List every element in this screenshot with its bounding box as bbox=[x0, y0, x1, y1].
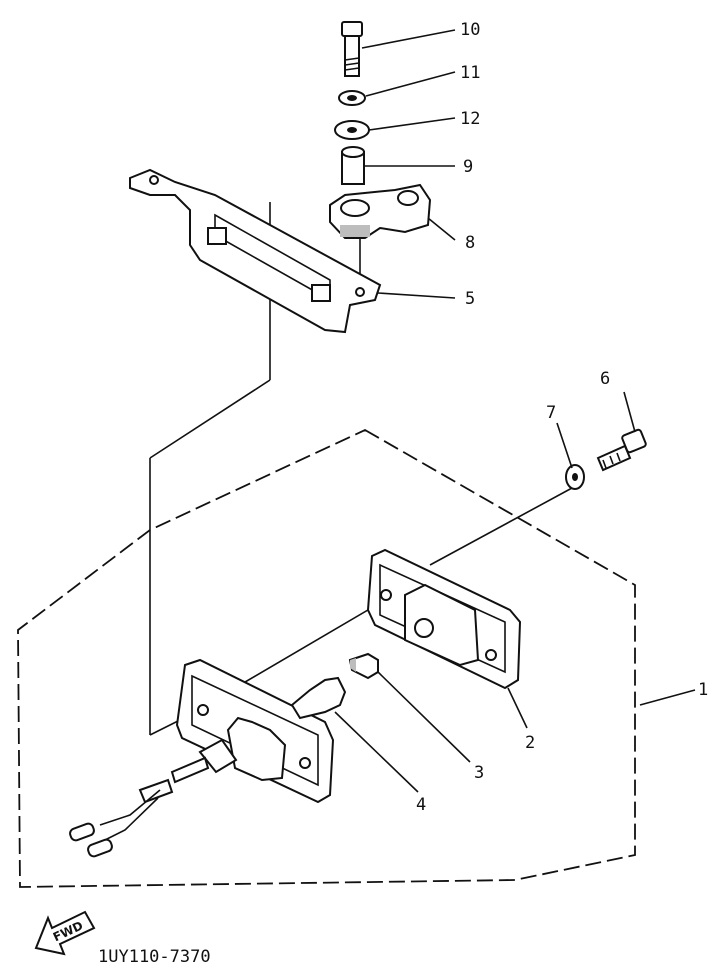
callout-4: 4 bbox=[416, 795, 426, 815]
callout-12: 12 bbox=[460, 109, 480, 129]
leader-10 bbox=[361, 29, 456, 49]
leader-5 bbox=[377, 292, 456, 299]
bolt-part-10 bbox=[341, 21, 363, 77]
callout-9: 9 bbox=[463, 157, 473, 177]
washer-part-12 bbox=[334, 120, 370, 140]
callout-11: 11 bbox=[460, 63, 480, 83]
callout-3: 3 bbox=[474, 763, 484, 783]
leader-1 bbox=[639, 689, 696, 706]
leader-6 bbox=[623, 391, 636, 433]
callout-6: 6 bbox=[600, 369, 610, 389]
leader-12 bbox=[368, 117, 456, 131]
socket-part-4 bbox=[69, 658, 347, 858]
leader-11 bbox=[365, 71, 456, 97]
callout-5: 5 bbox=[465, 289, 475, 309]
lock-washer-part-11 bbox=[338, 90, 366, 106]
callout-1: 1 bbox=[698, 680, 708, 700]
alignment-line bbox=[239, 599, 386, 686]
drawing-code: 1UY110-7370 bbox=[98, 947, 211, 967]
callout-8: 8 bbox=[465, 233, 475, 253]
alignment-line bbox=[149, 379, 271, 459]
bolt-part-6 bbox=[596, 428, 647, 472]
callout-7: 7 bbox=[546, 403, 556, 423]
assembly-boundary bbox=[17, 428, 636, 888]
leader-4 bbox=[334, 711, 419, 793]
fwd-arrow-icon: FWD bbox=[34, 910, 96, 956]
washer-part-7 bbox=[565, 464, 585, 490]
callout-2: 2 bbox=[525, 733, 535, 753]
leader-7 bbox=[556, 422, 573, 469]
collar-part-9 bbox=[341, 146, 365, 185]
leader-3 bbox=[377, 671, 471, 763]
leader-2 bbox=[507, 687, 528, 729]
bulb-part-3 bbox=[348, 652, 379, 680]
lens-part-2 bbox=[366, 548, 522, 690]
stay-part-8 bbox=[329, 183, 432, 239]
callout-10: 10 bbox=[460, 20, 480, 40]
alignment-line bbox=[429, 487, 573, 566]
leader-8 bbox=[427, 217, 456, 241]
bracket-part-5 bbox=[129, 168, 382, 334]
